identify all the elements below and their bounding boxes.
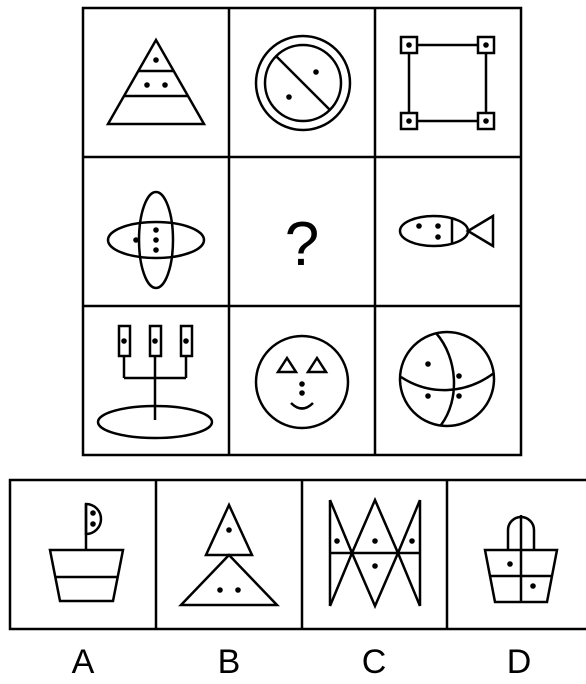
option-c-label: C: [362, 643, 387, 681]
option-b-label: B: [218, 643, 241, 681]
option-d-label: D: [507, 643, 532, 681]
grid-cell-2-1-crossed-ellipses-figure: [108, 192, 204, 288]
grid-cell-3-1-candelabra-figure: [98, 326, 212, 438]
grid-cell-1-1-triangle-figure: [108, 40, 204, 124]
grid-cell-1-3-square-figure: [401, 37, 494, 129]
options-strip: [10, 480, 586, 629]
grid-cell-3-2-face-figure: [256, 336, 348, 428]
grid-cell-2-3-fish-figure: [400, 216, 493, 246]
grid-cell-1-2-no-sign-figure: [256, 36, 350, 130]
grid-cell-3-3-ball-figure: [400, 332, 494, 426]
option-d-figure[interactable]: [485, 515, 557, 602]
option-a-figure[interactable]: [50, 504, 123, 601]
option-a-label: A: [72, 643, 95, 681]
option-c-figure[interactable]: [330, 500, 420, 606]
option-b-figure[interactable]: [181, 505, 277, 605]
missing-figure-question-mark: ?: [285, 210, 319, 279]
